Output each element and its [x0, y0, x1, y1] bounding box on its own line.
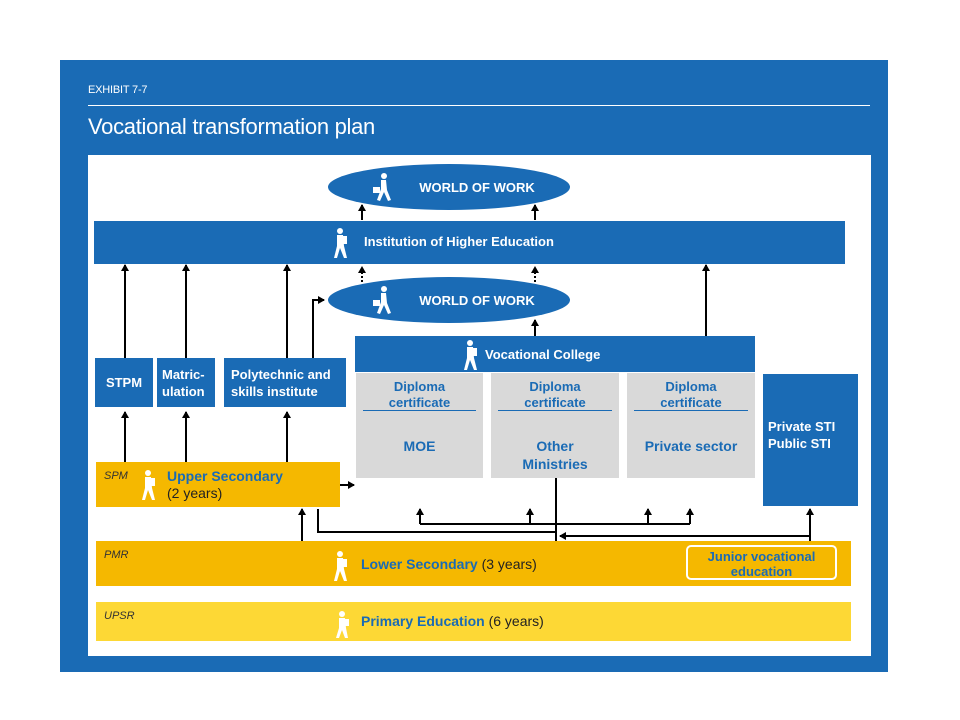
org-label: Private sector: [644, 438, 738, 454]
diploma-label: Diploma: [665, 379, 717, 394]
student-icon: [334, 551, 347, 581]
walking-person-icon: [373, 286, 391, 314]
stage-spm: SPM: [104, 470, 128, 482]
junior-vocational-box: Junior vocational education: [686, 545, 837, 580]
certificate-label: certificate: [524, 395, 586, 410]
page-title: Vocational transformation plan: [88, 114, 375, 139]
upper-secondary-years: (2 years): [167, 485, 223, 501]
polytechnic-line1: Polytechnic and: [231, 366, 331, 382]
diploma-label: Diploma: [393, 379, 446, 394]
lower-secondary-text: Lower Secondary (3 years): [361, 556, 537, 572]
diploma-divider: [363, 410, 476, 411]
stpm-label: STPM: [105, 375, 143, 390]
world-of-work-top: WORLD OF WORK: [328, 164, 570, 210]
matriculation-line1: Matric-: [162, 366, 205, 382]
world-of-work-mid: WORLD OF WORK: [328, 277, 570, 323]
matriculation-line2: ulation: [162, 383, 205, 399]
upper-secondary-label: Upper Secondary: [167, 468, 283, 484]
org-label: Other: [536, 438, 574, 454]
higher-education-bar: Institution of Higher Education: [94, 221, 845, 264]
org-label-2: Ministries: [522, 456, 588, 472]
certificate-label: certificate: [660, 395, 722, 410]
matriculation-box: Matric- ulation: [157, 358, 215, 407]
upper-secondary-band: [96, 462, 340, 507]
vocational-college-label: Vocational College: [485, 347, 601, 362]
junior-vocational-line1: Junior vocational: [707, 549, 816, 564]
student-icon: [464, 340, 477, 370]
private-public-sti-box: Private STI Public STI: [763, 374, 858, 506]
lower-secondary-years: (3 years): [481, 556, 537, 572]
primary-text: Primary Education (6 years): [361, 613, 544, 629]
private-sti-label: Private STI: [768, 419, 836, 434]
polytechnic-line2: skills institute: [231, 383, 318, 399]
primary-label: Primary Education: [361, 613, 485, 629]
stage-upsr: UPSR: [104, 610, 135, 622]
stage-pmr: PMR: [104, 549, 129, 561]
lower-secondary-label: Lower Secondary: [361, 556, 478, 572]
certificate-label: certificate: [388, 395, 451, 410]
exhibit-number: EXHIBIT 7-7: [88, 84, 148, 96]
polytechnic-box: Polytechnic and skills institute: [224, 358, 346, 407]
student-icon: [142, 470, 155, 500]
walking-person-icon: [373, 173, 391, 201]
primary-years: (6 years): [488, 613, 544, 629]
diploma-divider: [634, 410, 748, 411]
upper-secondary-text: Upper Secondary (2 years): [167, 468, 283, 502]
primary-band: [96, 602, 851, 641]
header-rule: [88, 105, 870, 106]
junior-vocational-line2: education: [730, 564, 793, 579]
world-of-work-mid-label: WORLD OF WORK: [419, 292, 535, 308]
higher-education-label: Institution of Higher Education: [364, 234, 554, 249]
diploma-label: Diploma: [529, 379, 581, 394]
vocational-college-bar: Vocational College: [355, 336, 755, 372]
diploma-divider: [498, 410, 612, 411]
student-icon: [334, 228, 347, 258]
public-sti-label: Public STI: [768, 436, 831, 451]
org-label: MOE: [403, 438, 436, 454]
stpm-box: STPM: [95, 358, 153, 407]
world-of-work-top-label: WORLD OF WORK: [419, 179, 535, 195]
student-icon: [336, 611, 349, 638]
